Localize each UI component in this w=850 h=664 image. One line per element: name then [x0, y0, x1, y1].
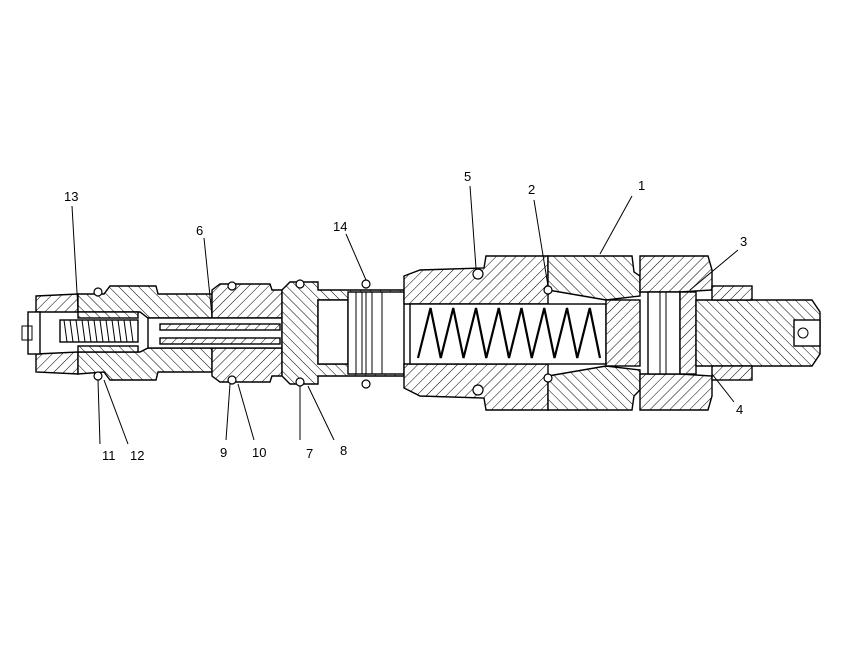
callout-1: 1 — [638, 178, 645, 193]
o-ring-14b — [361, 379, 371, 389]
piston-lands — [355, 291, 383, 375]
callout-12: 12 — [130, 448, 144, 463]
o-ring-14 — [361, 279, 371, 289]
callout-8: 8 — [340, 443, 347, 458]
callout-6: 6 — [196, 223, 203, 238]
left-valve-body — [77, 285, 213, 381]
main-body-nut — [547, 255, 641, 411]
callout-14: 14 — [333, 219, 347, 234]
leader-lines — [71, 185, 739, 445]
callout-7: 7 — [306, 446, 313, 461]
callout-13: 13 — [64, 189, 78, 204]
o-ring-7 — [295, 377, 305, 387]
piston-housing — [281, 281, 405, 385]
compression-spring — [416, 307, 602, 359]
o-ring-5b — [472, 384, 484, 396]
callout-3: 3 — [740, 234, 747, 249]
right-spacer — [639, 255, 713, 411]
callout-5: 5 — [464, 169, 471, 184]
callout-10: 10 — [252, 445, 266, 460]
o-ring-5 — [472, 268, 484, 280]
right-plug — [695, 285, 821, 381]
o-ring-12 — [93, 287, 103, 297]
callout-9: 9 — [220, 445, 227, 460]
o-ring-11 — [93, 371, 103, 381]
callout-4: 4 — [736, 402, 743, 417]
o-ring-8 — [295, 279, 305, 289]
callout-2: 2 — [528, 182, 535, 197]
o-ring-10 — [227, 281, 237, 291]
callout-labels: 1 2 3 4 5 6 7 8 9 10 11 12 13 14 — [64, 169, 747, 463]
left-end-cap — [21, 293, 79, 375]
o-ring-2 — [543, 285, 553, 295]
callout-11: 11 — [102, 448, 116, 463]
adjusting-screw — [59, 319, 139, 343]
o-ring-9 — [227, 375, 237, 385]
o-ring-2b — [543, 373, 553, 383]
